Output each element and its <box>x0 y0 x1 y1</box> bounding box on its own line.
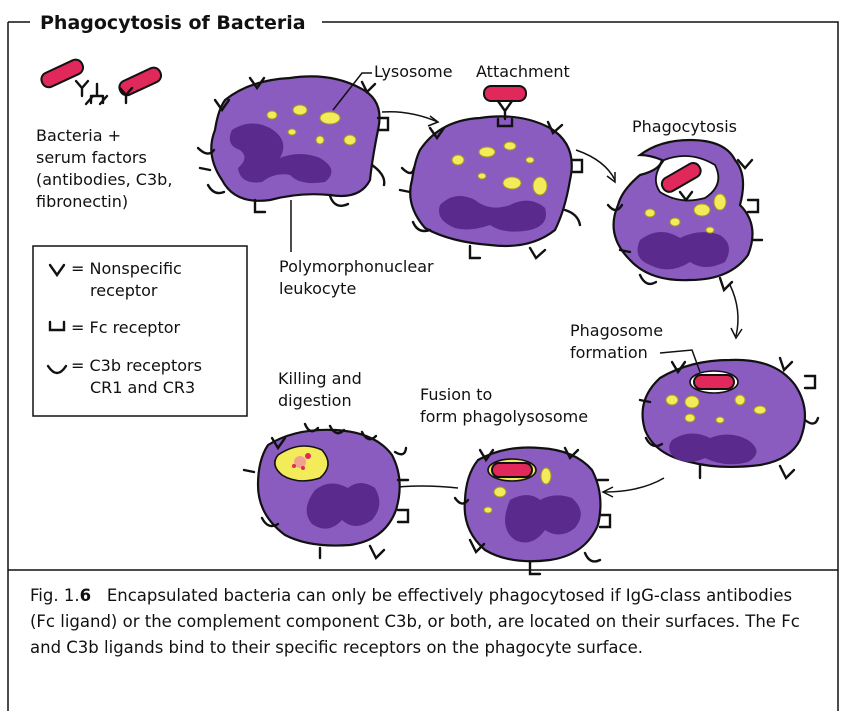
legend-nonspecific-2: receptor <box>90 281 158 300</box>
phagosome-label-1: Phagosome <box>570 321 663 340</box>
killing-label-1: Killing and <box>278 369 362 388</box>
figure-title: Phagocytosis of Bacteria <box>40 12 306 34</box>
arrow-1 <box>381 110 439 123</box>
attachment-label: Attachment <box>476 62 570 81</box>
caption-fig-number: 6 <box>79 586 92 605</box>
free-bacteria <box>40 58 163 106</box>
fusion-label-1: Fusion to <box>420 385 492 404</box>
fc-receptor-icon <box>48 320 66 332</box>
cell-phagocytosis <box>606 138 764 293</box>
lysosome-label: Lysosome <box>374 62 453 81</box>
phagosome-pointer <box>659 349 701 373</box>
figure-caption: Fig. 1.6 Encapsulated bacteria can only … <box>30 583 820 661</box>
pmn-label-1: Polymorphonuclear <box>279 257 434 276</box>
c3b-receptor-icon <box>46 364 68 375</box>
legend-c3b-2: CR1 and CR3 <box>90 378 195 397</box>
pmn-label-2: leukocyte <box>279 279 356 298</box>
figure-frame <box>7 21 839 711</box>
bacteria-label-1: Bacteria + <box>36 126 121 145</box>
cell-attachment <box>398 85 584 260</box>
arrow-3 <box>729 284 739 337</box>
legend-nonspecific: = Nonspecific <box>71 259 182 278</box>
cell-phagosome <box>638 356 820 481</box>
phagocytosis-label: Phagocytosis <box>632 117 737 136</box>
bacteria-label-2: serum factors <box>36 148 147 167</box>
arrow-4 <box>603 477 665 493</box>
legend-box: = Nonspecific receptor = Fc receptor = C… <box>32 245 248 417</box>
nonspecific-receptor-icon <box>48 263 66 278</box>
caption-text: Encapsulated bacteria can only be effect… <box>30 586 800 657</box>
cell-pmn <box>196 75 390 214</box>
caption-fig-prefix: Fig. 1. <box>30 586 80 605</box>
legend-c3b: = C3b receptors <box>71 356 202 375</box>
phagosome-label-2: formation <box>570 343 648 362</box>
killing-label-2: digestion <box>278 391 352 410</box>
cell-killing <box>242 422 410 561</box>
lysosome-pointer <box>332 72 372 111</box>
fusion-label-2: form phagolysosome <box>420 407 588 426</box>
bacteria-label-4: fibronectin) <box>36 192 128 211</box>
cell-phagolysosome <box>453 446 612 576</box>
bacteria-label-3: (antibodies, C3b, <box>36 170 172 189</box>
arrow-2 <box>575 149 616 181</box>
legend-fc: = Fc receptor <box>71 318 181 337</box>
